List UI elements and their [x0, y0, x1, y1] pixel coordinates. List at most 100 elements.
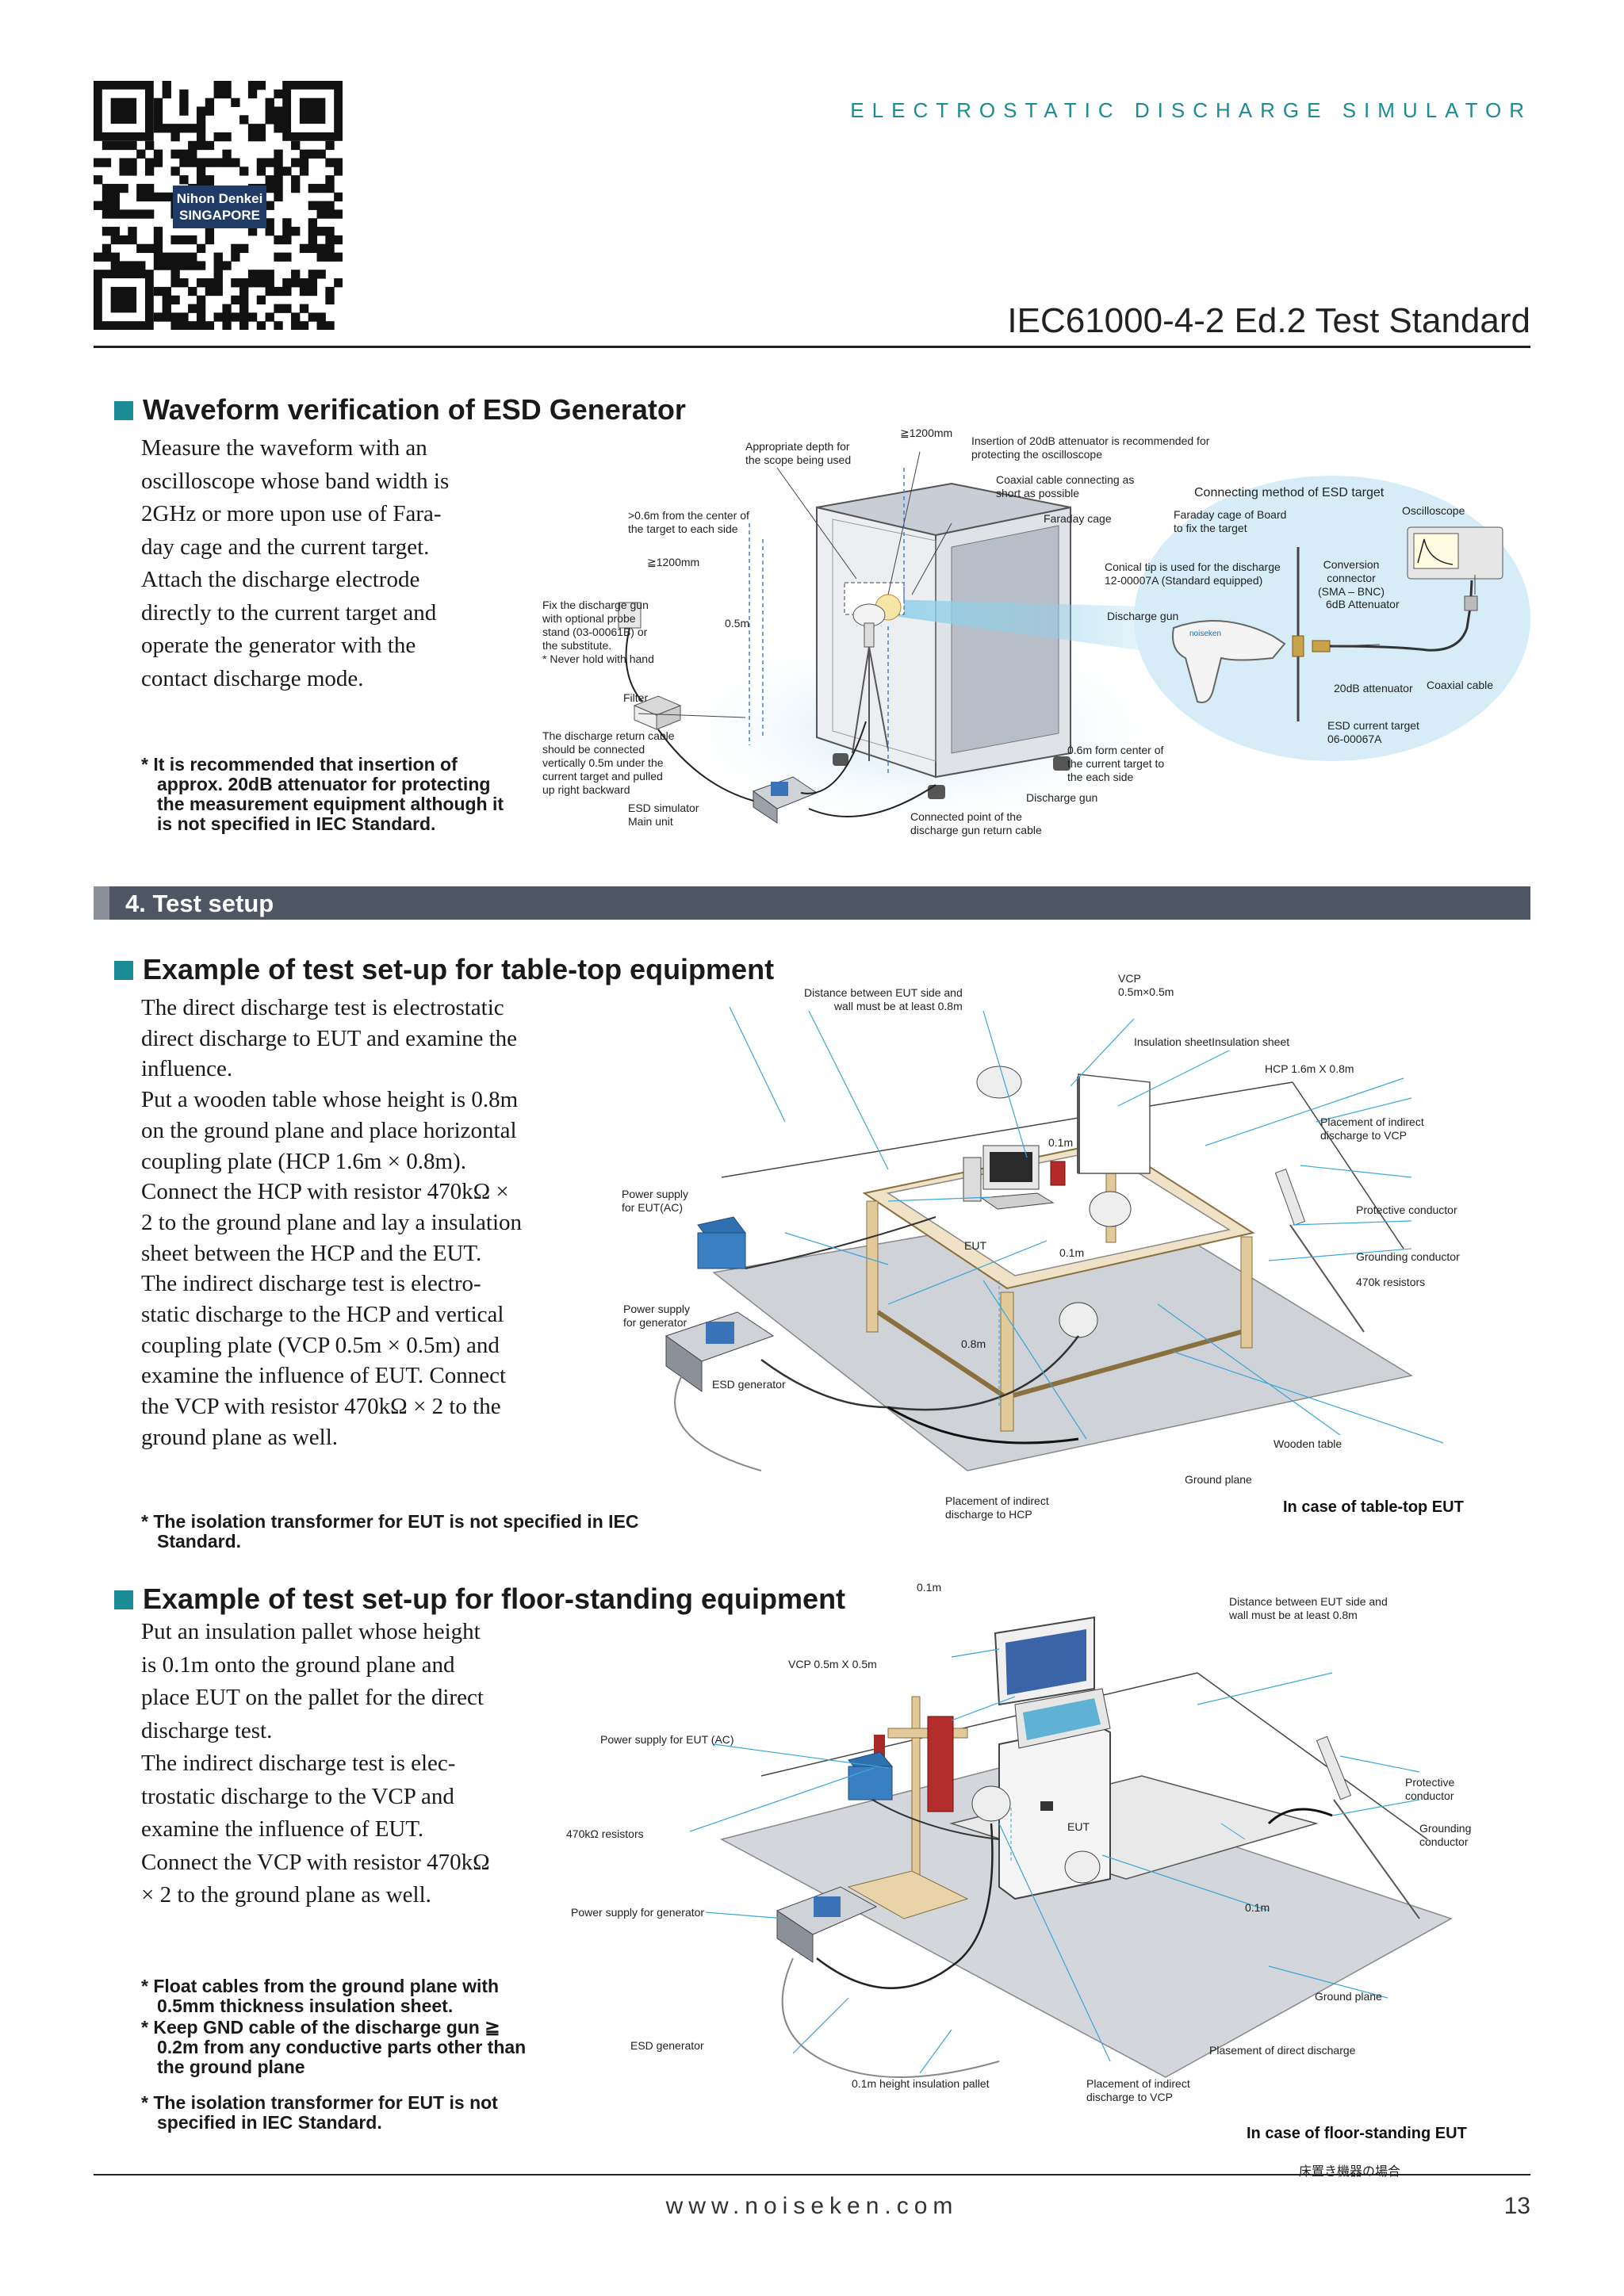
qr-module: [222, 149, 232, 159]
waveform-note-text: * It is recommended that insertion of ap…: [141, 754, 504, 834]
qr-module: [222, 158, 232, 167]
fs-wall-line-side: [1197, 1672, 1428, 1840]
qr-module: [256, 166, 266, 176]
discharge-gun: [1172, 620, 1286, 703]
qr-module: [119, 183, 128, 193]
waveform-note: * It is recommended that insertion of ap…: [141, 755, 514, 836]
qr-module: [291, 278, 301, 288]
label-fix-gun: Fix the discharge gun with optional prob…: [542, 599, 654, 665]
qr-module: [170, 252, 180, 262]
qr-module: [291, 270, 301, 279]
qr-module: [119, 209, 128, 219]
qr-module: [291, 140, 301, 151]
qr-module: [247, 278, 258, 288]
qr-module: [196, 158, 206, 167]
waveform-diagram: noiseken: [618, 451, 1530, 840]
qr-module: [308, 227, 318, 236]
qr-module: [265, 158, 274, 167]
label-oscilloscope: Oscilloscope: [1402, 504, 1465, 517]
fs-label-ground-plane: Ground plane: [1315, 1990, 1382, 2003]
floorstanding-notes: * Float cables from the ground plane wit…: [141, 1976, 546, 2134]
qr-module: [274, 175, 283, 185]
qr-module: [274, 286, 283, 297]
qr-module: [136, 209, 146, 219]
qr-module: [291, 183, 301, 193]
fs-label-distance-wall: Distance between EUT side and wall must …: [1229, 1595, 1388, 1621]
qr-module: [213, 132, 223, 142]
qr-finder-pattern: [110, 98, 137, 124]
qr-module: [188, 124, 197, 133]
qr-module: [196, 132, 206, 142]
footer-url[interactable]: www.noiseken.com: [665, 2193, 959, 2219]
label-current-target: ESD current target 06-00067A: [1327, 719, 1419, 745]
tt-label-resistors: 470k resistors: [1356, 1276, 1426, 1288]
qr-module: [265, 270, 274, 279]
gnd-cable: [887, 1406, 1079, 1445]
qr-module: [110, 209, 120, 219]
wall-socket: [618, 602, 642, 629]
qr-module: [188, 286, 197, 297]
heading-square-icon: [114, 401, 133, 420]
qr-module: [136, 192, 146, 202]
qr-module: [274, 183, 283, 193]
qr-module: [153, 312, 163, 322]
section-band-title: 4. Test setup: [125, 890, 274, 917]
qr-module: [196, 115, 206, 124]
qr-module: [102, 243, 112, 254]
qr-module: [282, 278, 292, 288]
qr-module: [308, 235, 318, 245]
isolation-transformer: [697, 1216, 746, 1269]
qr-module: [153, 149, 163, 159]
qr-module: [299, 158, 309, 167]
qr-module: [325, 201, 335, 210]
fs-label-esd-gen: ESD generator: [630, 2039, 704, 2052]
fs-isolation-transformer: [848, 1751, 893, 1800]
qr-module: [308, 270, 318, 279]
qr-module: [316, 270, 326, 279]
qr-module: [205, 140, 215, 151]
faraday-cage: [816, 482, 1071, 799]
qr-module: [179, 252, 189, 262]
qr-module: [196, 278, 206, 288]
fs-label-pallet: 0.1m height insulation pallet: [852, 2077, 990, 2090]
qr-module: [213, 278, 223, 288]
qr-module: [188, 140, 197, 151]
qr-module: [144, 183, 155, 193]
qr-module: [94, 158, 103, 167]
qr-module: [282, 166, 292, 176]
qr-module: [188, 252, 197, 262]
label-discharge-gun-bottom: Discharge gun: [1026, 791, 1098, 804]
qr-module: [308, 312, 318, 322]
qr-module: [196, 175, 206, 185]
qr-module: [170, 149, 180, 159]
qr-module: [102, 192, 112, 202]
qr-module: [196, 243, 206, 254]
qr-module: [256, 81, 266, 90]
qr-module: [239, 312, 249, 322]
tt-label-power-gen: Power supply for generator: [623, 1303, 691, 1329]
qr-module: [282, 286, 292, 297]
qr-module: [144, 166, 155, 176]
qr-module: [239, 115, 249, 124]
qr-module: [196, 124, 206, 133]
qr-module: [128, 209, 137, 219]
qr-module: [334, 252, 343, 262]
label-filter: Filter: [623, 691, 649, 704]
qr-module: [128, 261, 137, 270]
qr-module: [247, 312, 258, 322]
qr-module: [274, 158, 283, 167]
qr-module: [179, 235, 189, 245]
qr-module: [196, 166, 206, 176]
qr-module: [179, 158, 189, 167]
qr-module: [222, 312, 232, 322]
qr-module: [213, 158, 223, 167]
qr-module: [316, 209, 326, 219]
qr-module: [179, 89, 189, 99]
qr-module: [205, 321, 215, 331]
qr-module: [110, 192, 120, 202]
tabletop-heading: Example of test set-up for table-top equ…: [114, 953, 774, 986]
gun-brand-text: noiseken: [1189, 629, 1221, 638]
qr-module: [213, 261, 223, 270]
wooden-table: [862, 1140, 1255, 1432]
qr-module: [179, 321, 189, 331]
